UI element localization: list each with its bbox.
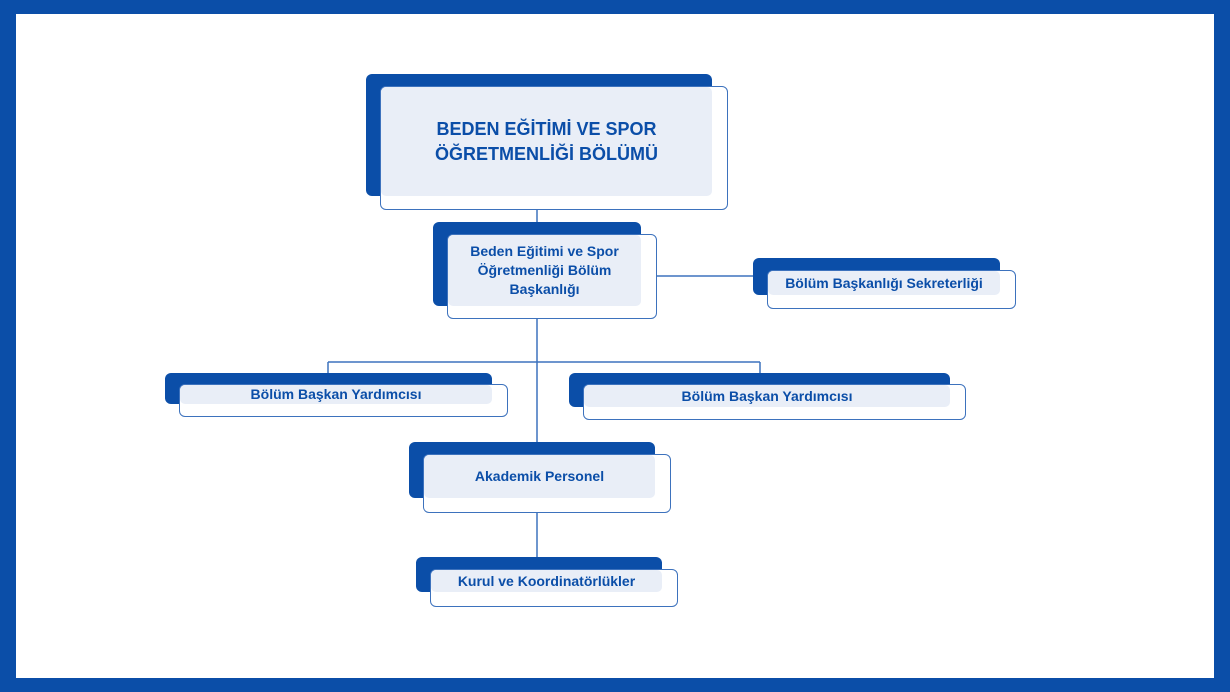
head-title-line3: Başkanlığı xyxy=(509,281,580,297)
head-title-line2: Öğretmenliği Bölüm xyxy=(477,262,612,278)
department-title-line2: ÖĞRETMENLİĞİ BÖLÜMÜ xyxy=(435,143,658,164)
deputy-left-label: Bölüm Başkan Yardımcısı xyxy=(250,386,422,402)
deputy-right-label: Bölüm Başkan Yardımcısı xyxy=(681,387,853,404)
department-title-line1: BEDEN EĞİTİMİ VE SPOR xyxy=(436,118,657,139)
academic-staff-label: Akademik Personel xyxy=(474,468,605,484)
committees-label: Kurul ve Koordinatörlükler xyxy=(457,572,636,589)
head-title-line1: Beden Eğitimi ve Spor xyxy=(470,243,619,259)
secretary-label: Bölüm Başkanlığı Sekreterliği xyxy=(785,274,983,291)
